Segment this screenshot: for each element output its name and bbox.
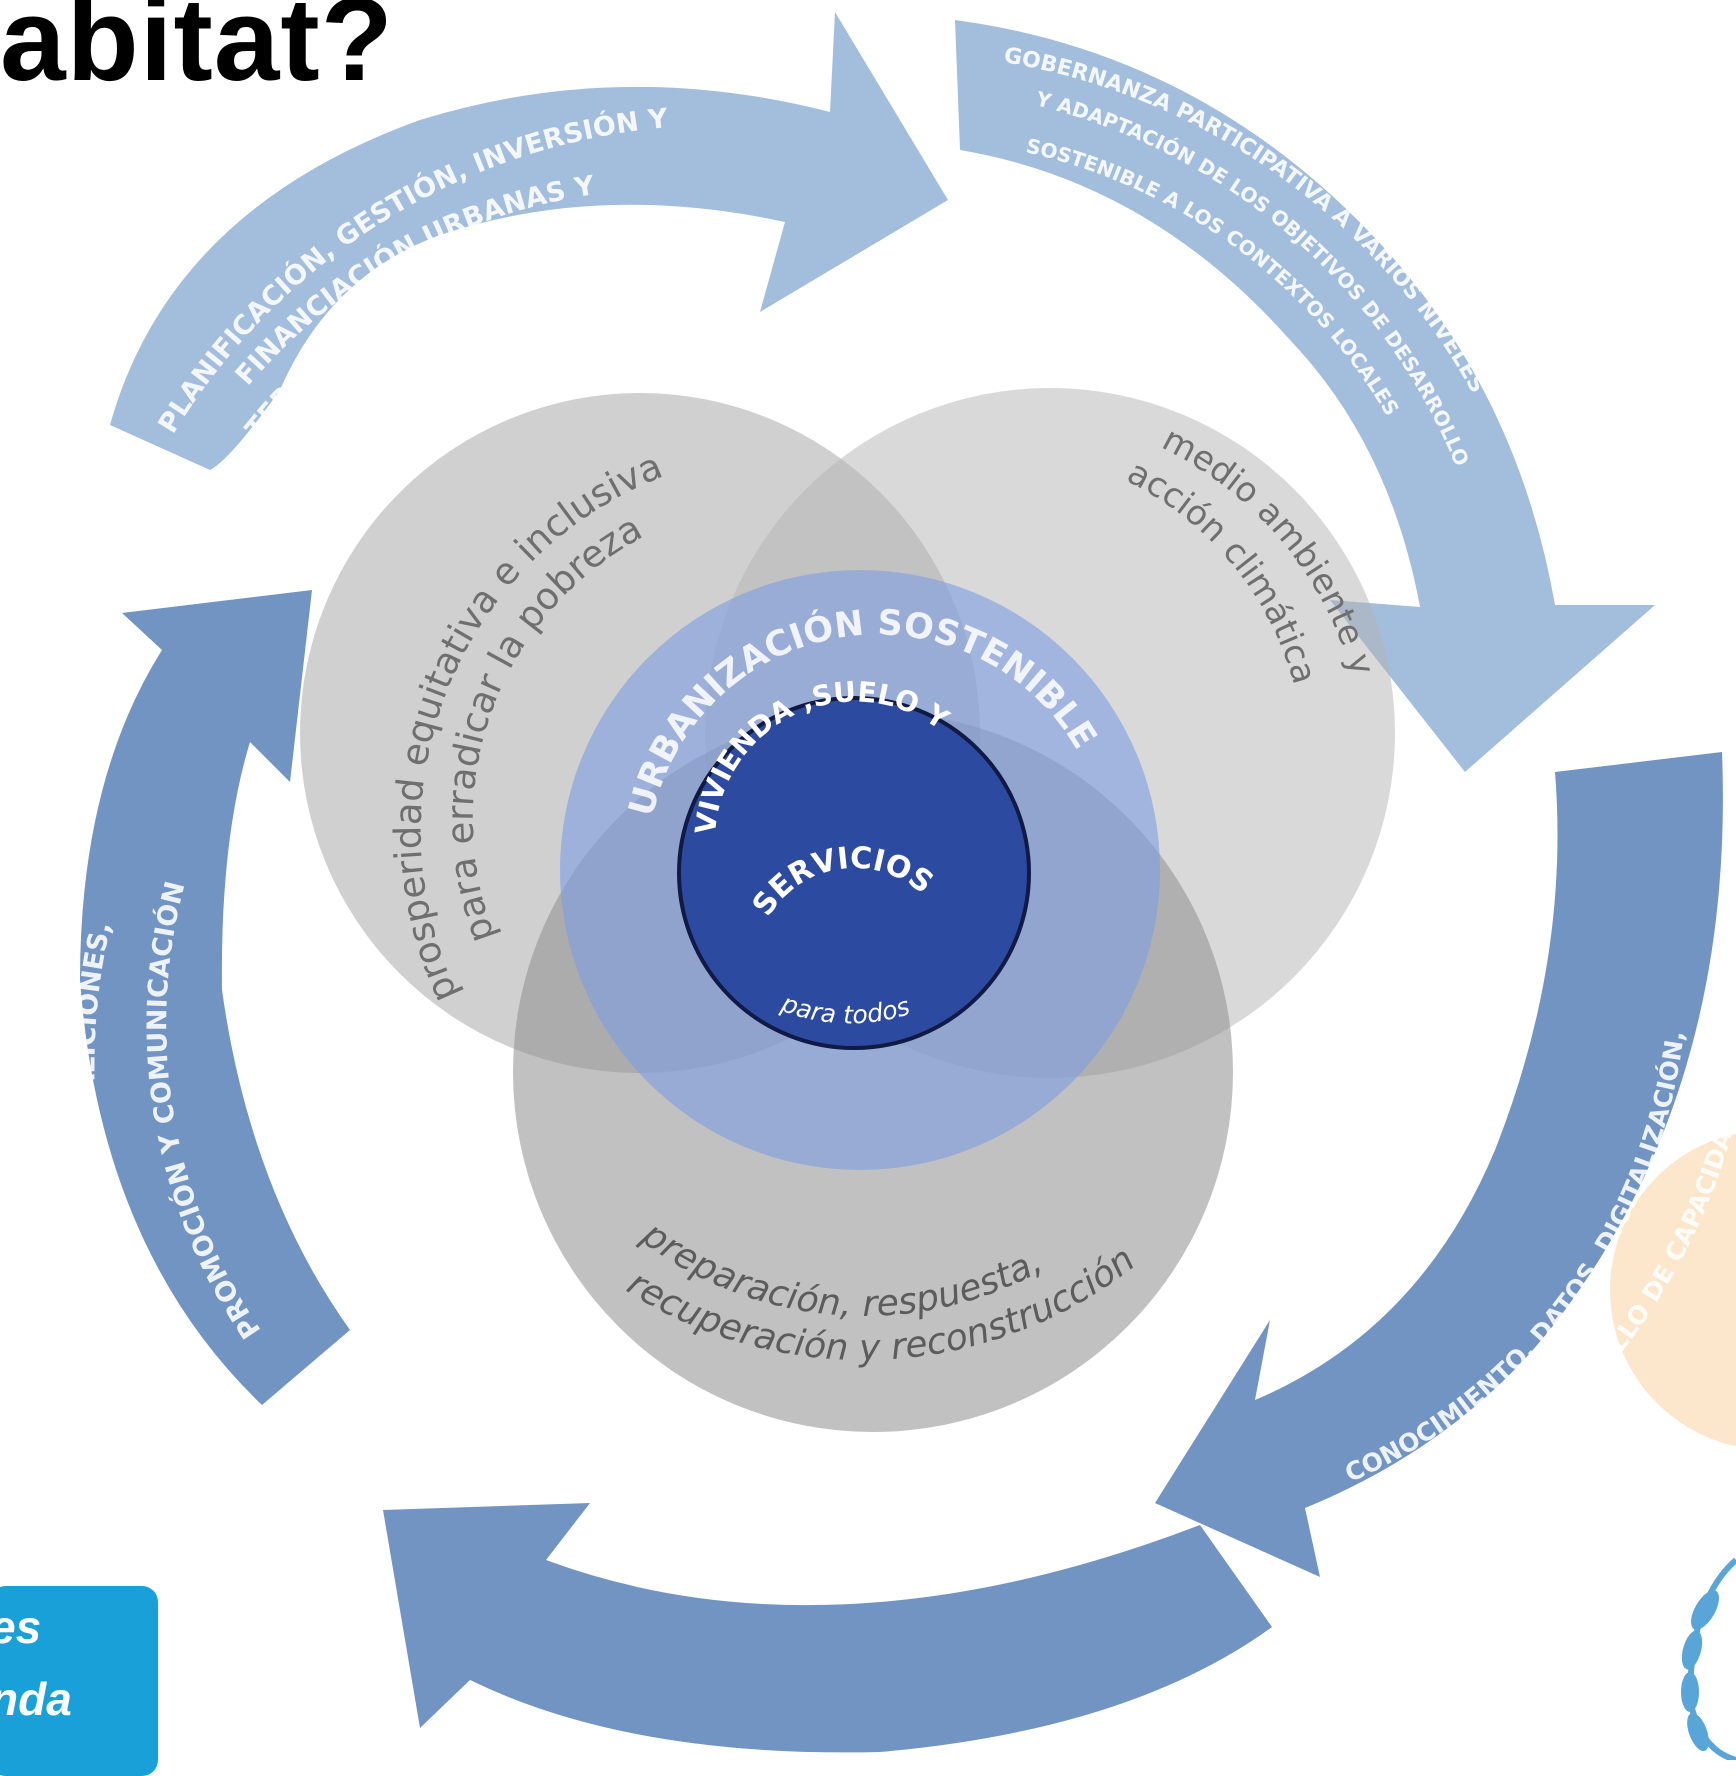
center-circle <box>677 696 1031 1050</box>
arrow-right <box>1155 752 1723 1577</box>
arrow-top-left <box>110 12 948 470</box>
arrow-left <box>80 590 350 1405</box>
peach-backdrop <box>1610 1133 1736 1447</box>
page-title: abitat? <box>0 0 394 106</box>
un-laurel-icon <box>1681 1557 1736 1760</box>
note-line-2: nda <box>0 1673 72 1725</box>
arrow-bottom <box>383 1503 1272 1753</box>
arrow-bottom-line1: MOVILIZACIÓN EFICAZ DE RECURSOS <box>516 1410 1059 1561</box>
arrow-top-right <box>955 20 1655 772</box>
note-box: es nda <box>0 1586 158 1776</box>
note-line-1: es <box>0 1601 42 1653</box>
